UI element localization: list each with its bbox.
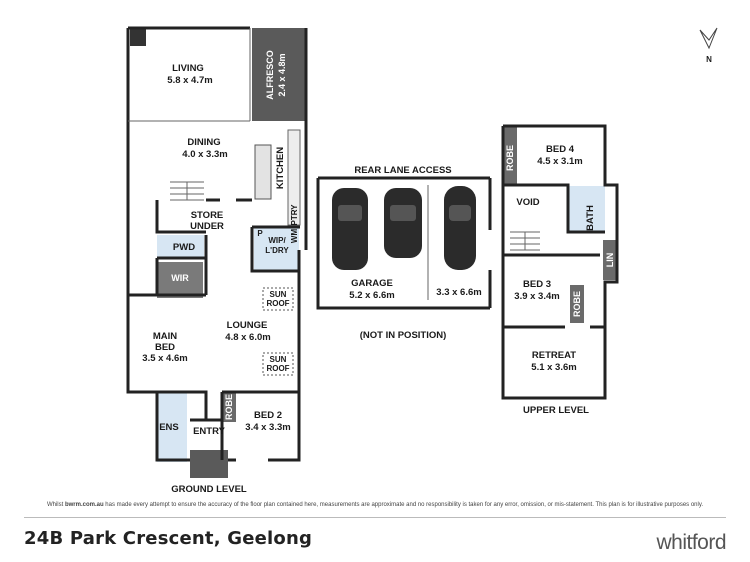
compass-icon: N bbox=[699, 27, 718, 64]
lounge-label: LOUNGE bbox=[227, 320, 268, 331]
pwd-label: PWD bbox=[173, 242, 195, 253]
car-3 bbox=[444, 186, 476, 270]
garage-2-dims: 3.3 x 6.6m bbox=[436, 287, 481, 298]
alfresco-dims: 2.4 x 4.8m bbox=[277, 53, 287, 96]
car-2 bbox=[384, 188, 422, 258]
sun-roof-2-line2: ROOF bbox=[266, 364, 289, 373]
wir-label: WIR bbox=[171, 273, 189, 283]
ldry-label: L'DRY bbox=[265, 246, 289, 255]
robe-bed4-label: ROBE bbox=[505, 145, 515, 171]
sun-roof-1-line2: ROOF bbox=[266, 299, 289, 308]
lin bbox=[603, 240, 617, 280]
robe-bed4 bbox=[503, 126, 517, 184]
living-label: LIVING bbox=[172, 63, 204, 74]
disclaimer-site: bwrm.com.au bbox=[64, 502, 104, 508]
kitchen-counter bbox=[287, 129, 301, 226]
property-address: 24B Park Crescent, Geelong bbox=[24, 528, 313, 549]
ground-level: LIVING 5.8 x 4.7m ALFRESCO 2.4 x 4.8m DI… bbox=[126, 26, 308, 495]
dining-label: DINING bbox=[187, 137, 220, 148]
p-label: P bbox=[257, 229, 263, 238]
heater bbox=[130, 28, 146, 46]
bath-label: BATH bbox=[585, 205, 596, 231]
robe-bed3-label: ROBE bbox=[572, 291, 582, 317]
bed2-dims: 3.4 x 3.3m bbox=[245, 422, 290, 433]
wip-label: WIP/ bbox=[268, 236, 286, 245]
brand-logo: whitford bbox=[656, 531, 726, 554]
bed4-label: BED 4 bbox=[546, 144, 575, 155]
upper-level: BED 4 4.5 x 3.1m ROBE VOID BATH LIN BED … bbox=[501, 124, 619, 416]
disclaimer-text: has made every attempt to ensure the acc… bbox=[103, 502, 704, 508]
sun-roof-2 bbox=[262, 352, 294, 376]
floor-plan: LIVING 5.8 x 4.7m ALFRESCO 2.4 x 4.8m DI… bbox=[126, 26, 718, 495]
upper-level-label: UPPER LEVEL bbox=[523, 405, 589, 416]
car-2-window bbox=[390, 205, 416, 221]
retreat-dims: 5.1 x 3.6m bbox=[531, 362, 576, 373]
main-bed-label: MAIN bbox=[153, 331, 177, 342]
bed3-dims: 3.9 x 3.4m bbox=[514, 291, 559, 302]
bed4-dims: 4.5 x 3.1m bbox=[537, 156, 582, 167]
main-bed-sub: BED bbox=[155, 342, 175, 353]
ground-level-label: GROUND LEVEL bbox=[171, 484, 247, 495]
compass-label: N bbox=[706, 55, 712, 64]
garage: REAR LANE ACCESS GARAGE 5.2 x 6.6m 3.3 x… bbox=[316, 165, 492, 341]
sun-roof-1 bbox=[262, 287, 294, 311]
laundry-floor bbox=[254, 227, 299, 271]
kitchen-label: KITCHEN bbox=[275, 147, 286, 189]
living-dims: 5.8 x 4.7m bbox=[167, 75, 212, 86]
footer-divider bbox=[24, 517, 726, 518]
car-3-window bbox=[449, 205, 471, 221]
disclaimer-prefix: Whilst bbox=[46, 502, 65, 508]
alfresco-label: ALFRESCO bbox=[265, 50, 275, 100]
sun-roof-1-line1: SUN bbox=[270, 290, 287, 299]
car-1-window bbox=[338, 205, 362, 221]
robe-bed2-label: ROBE bbox=[224, 394, 234, 420]
alfresco-area bbox=[252, 28, 306, 121]
lounge-dims: 4.8 x 6.0m bbox=[225, 332, 270, 343]
kitchen-island bbox=[254, 144, 272, 200]
car-1 bbox=[332, 188, 368, 270]
ensuite-floor bbox=[157, 392, 187, 462]
void-label: VOID bbox=[516, 197, 539, 208]
pwd-floor bbox=[157, 235, 204, 257]
lin-label: LIN bbox=[605, 253, 615, 268]
sun-roof-2-line1: SUN bbox=[270, 355, 287, 364]
robe-bed3 bbox=[570, 285, 584, 323]
wir-area bbox=[157, 262, 203, 298]
garage-dims: 5.2 x 6.6m bbox=[349, 290, 394, 301]
rear-lane-heading: REAR LANE ACCESS bbox=[354, 165, 451, 176]
disclaimer: Whilst bwrm.com.au has made every attemp… bbox=[0, 502, 750, 508]
entry-label: ENTRY bbox=[193, 426, 226, 437]
bed2-label: BED 2 bbox=[254, 410, 282, 421]
dining-dims: 4.0 x 3.3m bbox=[182, 149, 227, 160]
pantry-label: PTRY bbox=[290, 204, 299, 226]
store-sub: UNDER bbox=[190, 221, 224, 232]
ens-label: ENS bbox=[159, 422, 179, 433]
bed3-label: BED 3 bbox=[523, 279, 551, 290]
bath-floor bbox=[568, 186, 605, 232]
store-label: STORE bbox=[191, 210, 224, 221]
main-bed-dims: 3.5 x 4.6m bbox=[142, 353, 187, 364]
wm-label: WM bbox=[290, 229, 299, 244]
not-in-position-note: (NOT IN POSITION) bbox=[360, 330, 447, 341]
garage-label: GARAGE bbox=[351, 278, 393, 289]
retreat-label: RETREAT bbox=[532, 350, 576, 361]
robe-bed2 bbox=[222, 392, 236, 422]
